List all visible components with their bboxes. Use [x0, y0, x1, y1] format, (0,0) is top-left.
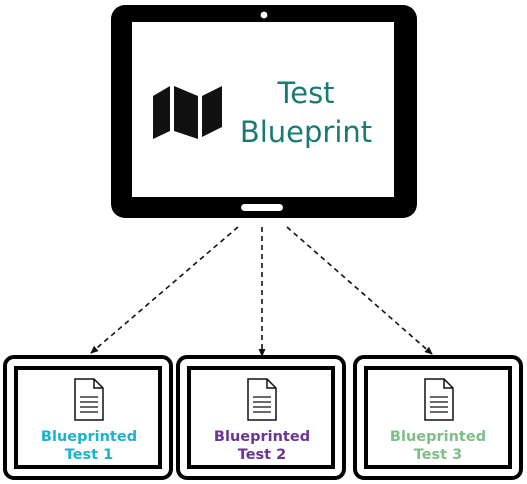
map-icon	[153, 86, 222, 139]
blueprint-tablet: Test Blueprint	[111, 5, 417, 218]
arrow-to-test-1	[90, 226, 239, 354]
tablet-home-button	[241, 204, 283, 211]
connector-arrows	[90, 226, 433, 357]
test-1-label-line1: Blueprinted	[41, 429, 137, 445]
test-2-label-line1: Blueprinted	[214, 429, 310, 445]
document-icon	[74, 378, 104, 421]
blueprint-title-line2: Blueprint	[240, 115, 372, 149]
test-tablet-1: Blueprinted Test 1	[3, 355, 173, 480]
tablet-camera	[260, 11, 268, 19]
test-2-label-line2: Test 2	[238, 447, 287, 463]
document-icon	[247, 378, 277, 421]
test-tablet-3: Blueprinted Test 3	[353, 355, 523, 480]
test-tablet-2: Blueprinted Test 2	[176, 355, 346, 480]
test-3-label-line2: Test 3	[414, 447, 463, 463]
document-icon	[424, 378, 454, 421]
test-1-label-line2: Test 1	[65, 447, 114, 463]
tablet-screen	[132, 22, 394, 197]
blueprint-title-line1: Test	[276, 76, 334, 110]
arrow-to-test-3	[286, 226, 433, 355]
test-3-label-line1: Blueprinted	[390, 429, 486, 445]
